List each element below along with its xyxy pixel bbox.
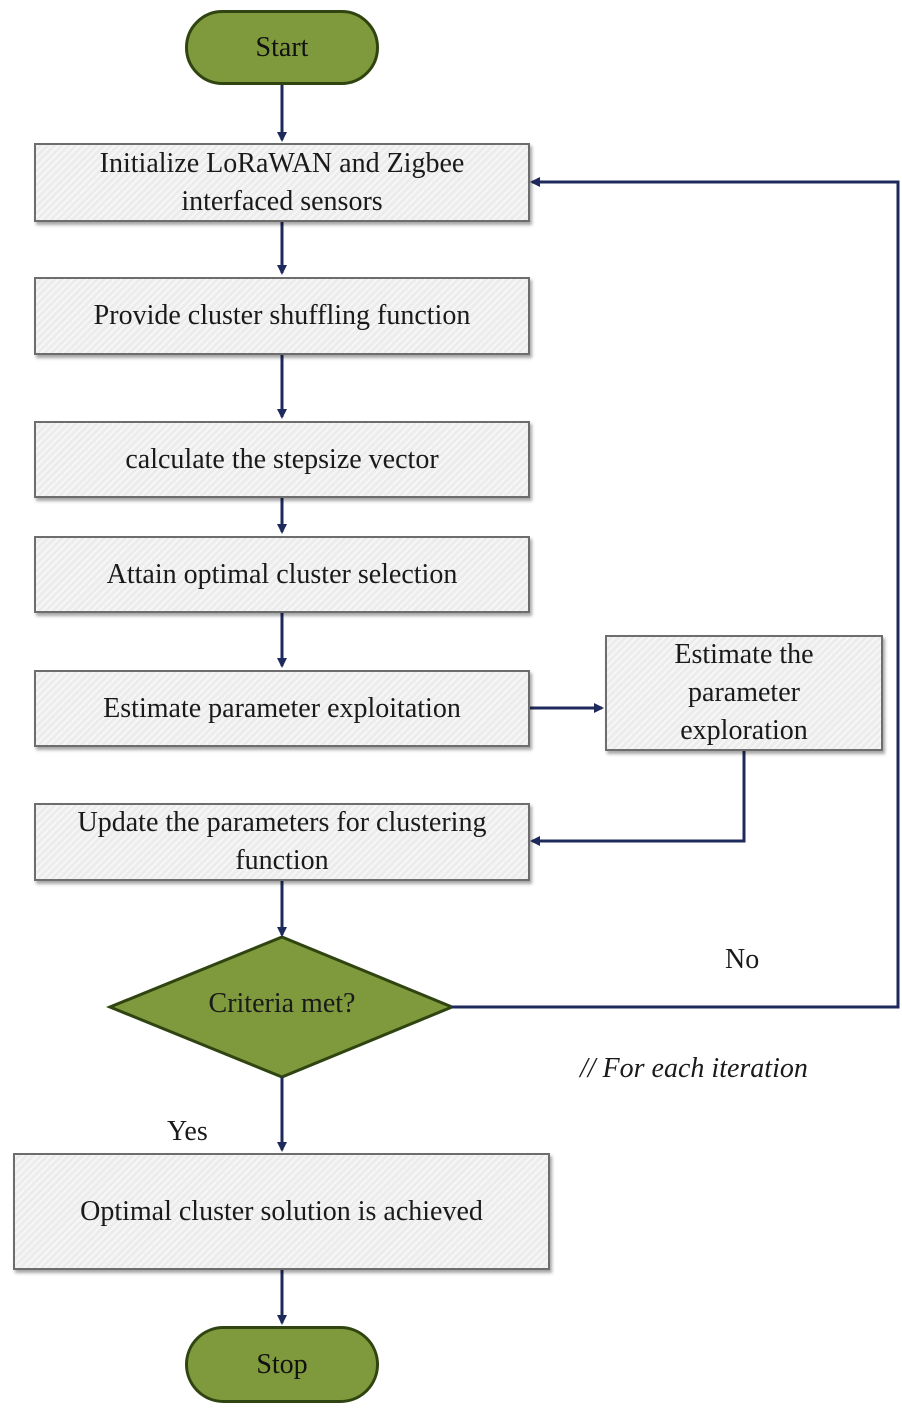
start-label: Start bbox=[255, 31, 309, 63]
shuffle-label: Provide cluster shuffling function bbox=[93, 300, 471, 331]
no-label: No bbox=[725, 944, 760, 975]
update-box: Update the parameters for clustering fun… bbox=[34, 803, 530, 881]
solution-label: Optimal cluster solution is achieved bbox=[80, 1195, 483, 1227]
start-terminal: Start bbox=[185, 10, 379, 85]
iteration-note: // For each iteration bbox=[580, 1053, 808, 1084]
yes-label: Yes bbox=[167, 1116, 208, 1147]
stepsize-label: calculate the stepsize vector bbox=[125, 443, 439, 475]
shuffle-box: Provide cluster shuffling function bbox=[34, 277, 530, 355]
arrow-no-loop bbox=[452, 177, 900, 1009]
stepsize-box: calculate the stepsize vector bbox=[34, 421, 530, 498]
select-box: Attain optimal cluster selection bbox=[34, 536, 530, 613]
init-label: Initialize LoRaWAN and Zigbee interfaced… bbox=[99, 147, 465, 217]
explore-box: Estimate the parameter exploration bbox=[605, 635, 883, 751]
select-label: Attain optimal cluster selection bbox=[106, 558, 458, 590]
stop-label: Stop bbox=[256, 1348, 308, 1380]
solution-box: Optimal cluster solution is achieved bbox=[13, 1153, 550, 1270]
init-box: Initialize LoRaWAN and Zigbee interfaced… bbox=[34, 143, 530, 222]
exploit-label: Estimate parameter exploitation bbox=[103, 692, 461, 724]
stop-terminal: Stop bbox=[185, 1326, 379, 1403]
arrow-explore-update bbox=[530, 751, 746, 846]
exploit-box: Estimate parameter exploitation bbox=[34, 670, 530, 747]
explore-label: Estimate the parameter exploration bbox=[674, 639, 814, 746]
criteria-label: Criteria met? bbox=[208, 988, 356, 1019]
update-label: Update the parameters for clustering fun… bbox=[77, 807, 487, 876]
